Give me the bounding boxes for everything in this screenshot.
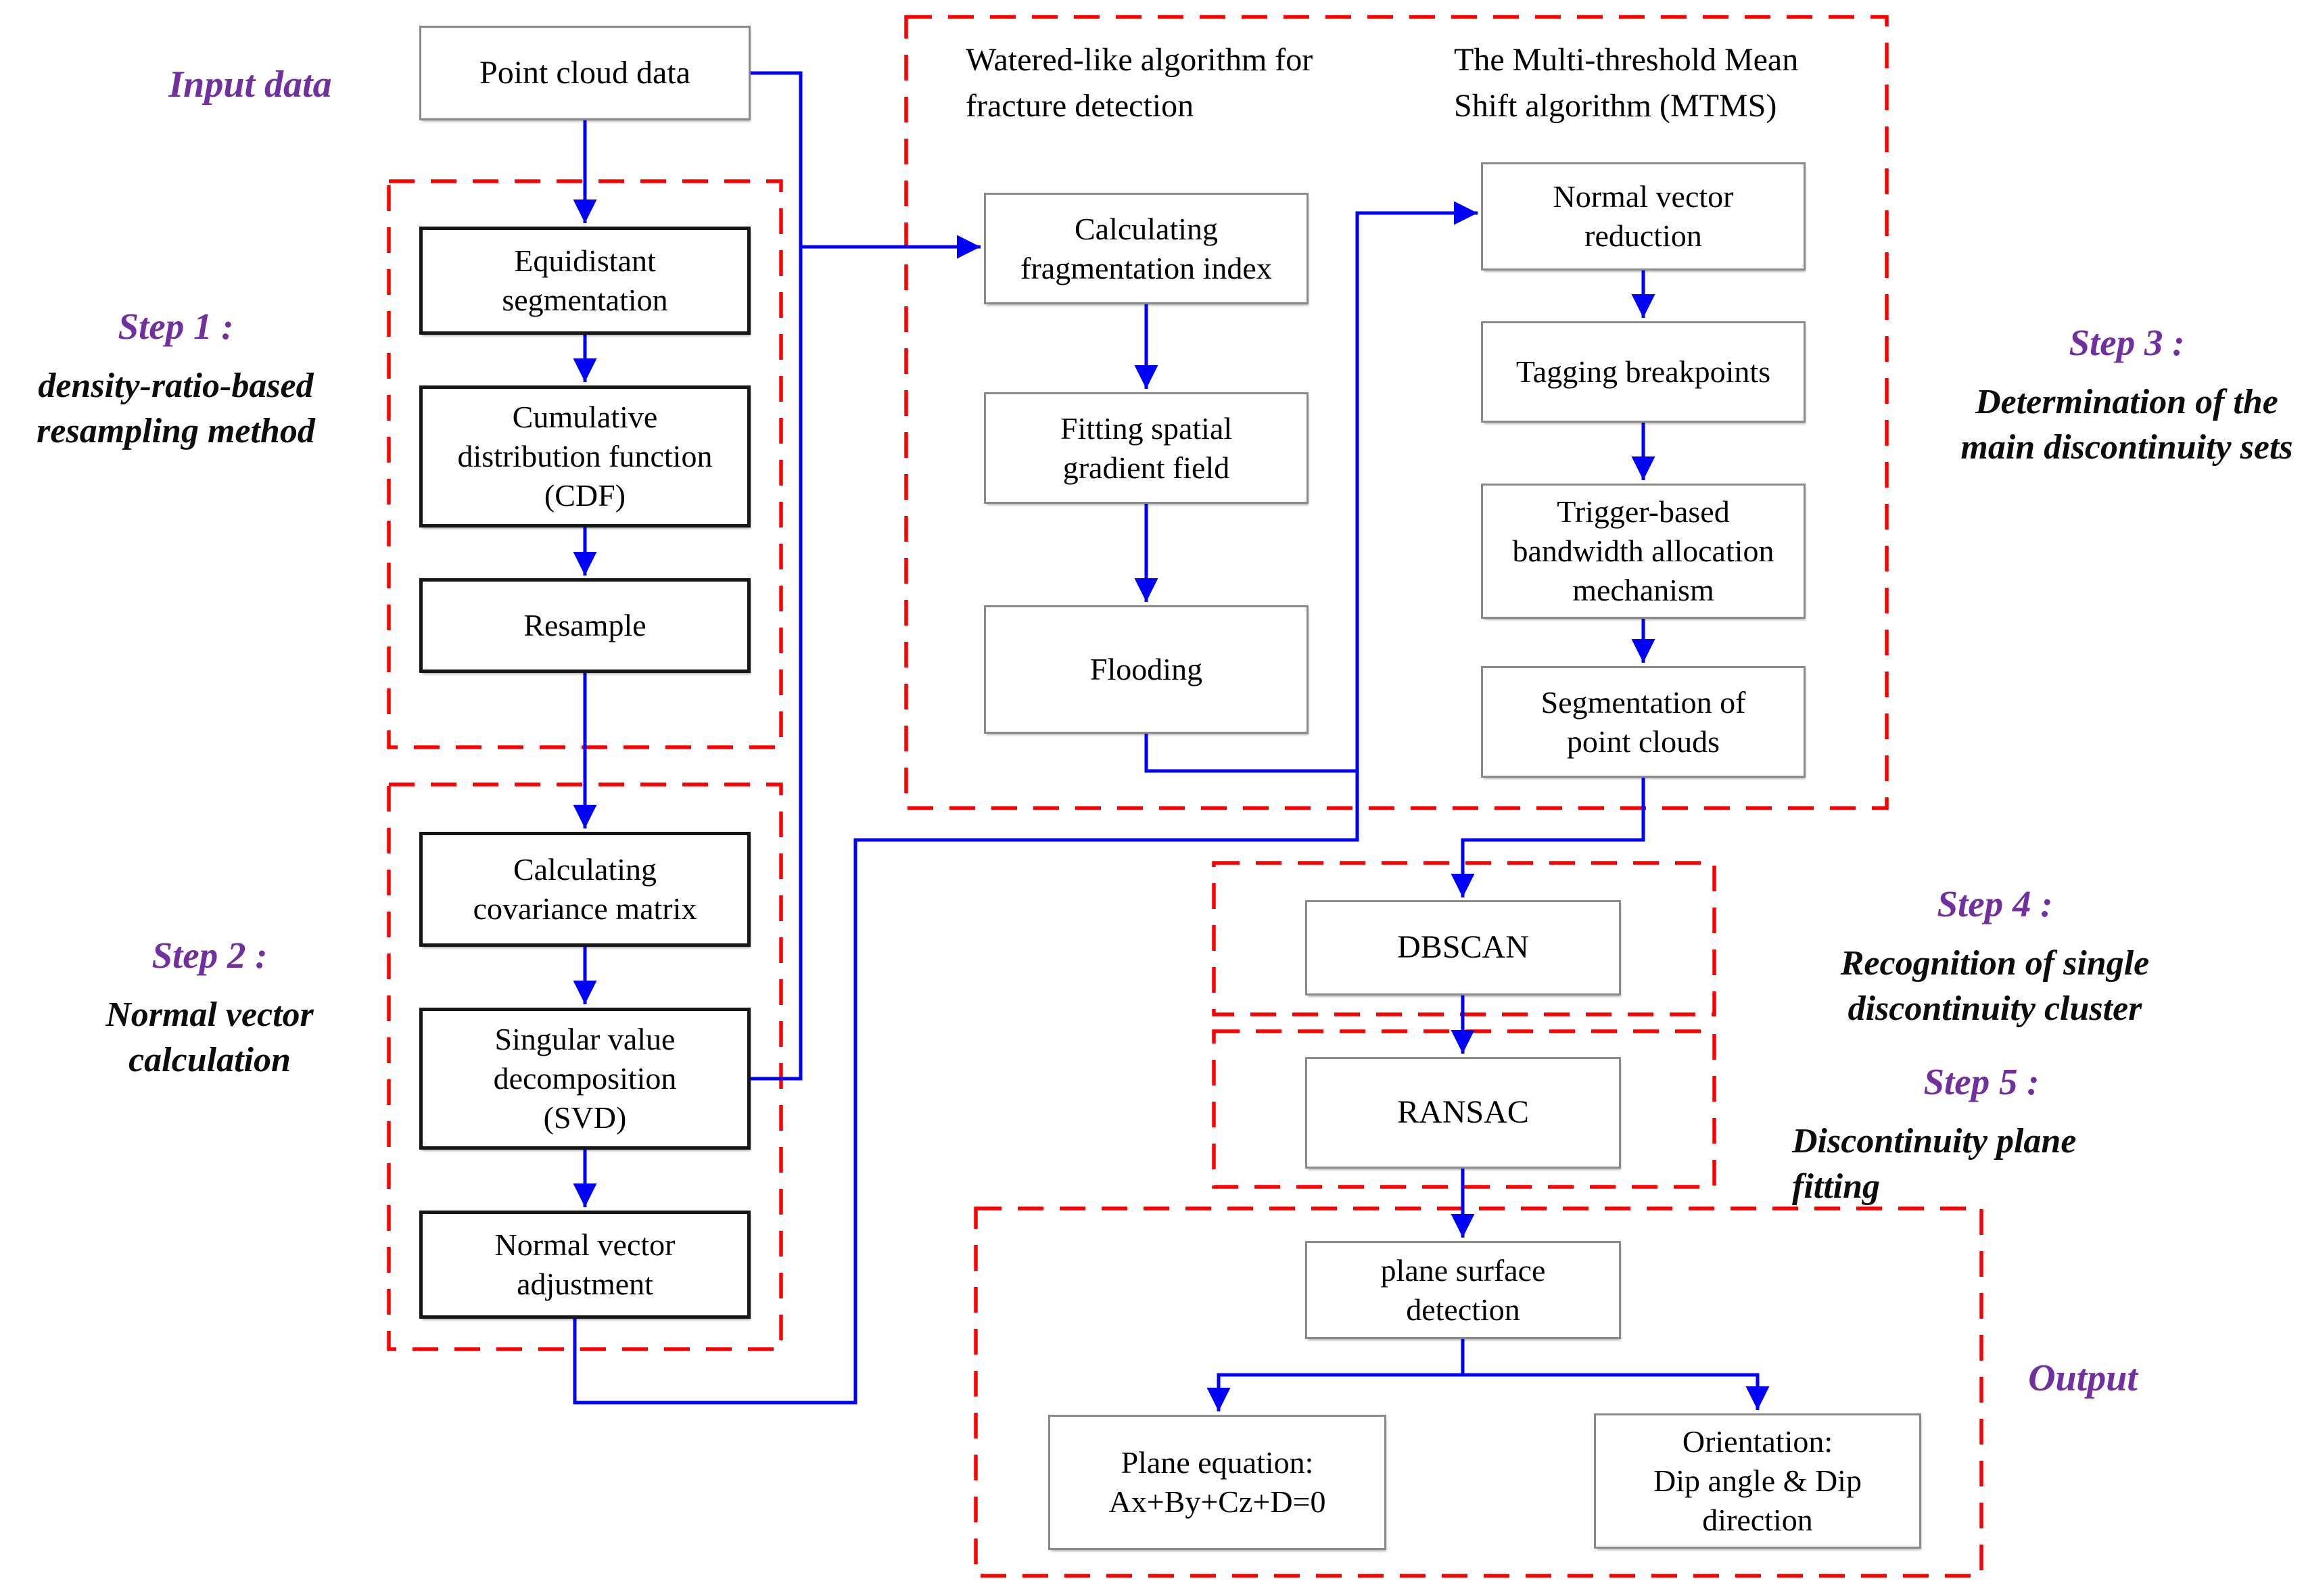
node-segmentation-point-clouds: Segmentation of point clouds — [1481, 666, 1806, 778]
node-plane-equation: Plane equation: Ax+By+Cz+D=0 — [1048, 1415, 1386, 1550]
node-ransac: RANSAC — [1305, 1057, 1621, 1169]
step3-dashed-region — [904, 15, 1889, 810]
step3-title: Step 3 : — [2069, 322, 2185, 363]
connector-adjustment-to-reduction — [573, 201, 1478, 1405]
node-tagging-breakpoints: Tagging breakpoints — [1481, 321, 1806, 423]
step2-dashed-region — [387, 782, 783, 1351]
node-dbscan: DBSCAN — [1305, 900, 1621, 995]
node-plane-surface-detection: plane surface detection — [1305, 1241, 1621, 1339]
step5-title: Step 5 : — [1923, 1061, 2040, 1102]
node-normal-vector-reduction: Normal vector reduction — [1481, 162, 1806, 271]
step2-label: Step 2 : Normal vector calculation — [41, 918, 379, 1095]
connector-segmentation-to-dbscan — [1451, 778, 1645, 897]
output-dashed-region — [974, 1206, 1983, 1578]
step2-caption: Normal vector calculation — [105, 995, 314, 1079]
node-fitting-gradient-field: Fitting spatial gradient field — [984, 392, 1309, 504]
node-trigger-bandwidth: Trigger-based bandwidth allocation mecha… — [1481, 484, 1806, 619]
step1-title: Step 1 : — [118, 306, 234, 347]
step3-caption: Determination of the main discontinuity … — [1960, 383, 2293, 467]
step1-caption: density-ratio-based resampling method — [37, 367, 315, 450]
output-label: Output — [2028, 1357, 2138, 1399]
mtms-algorithm-title: The Multi-threshold Mean Shift algorithm… — [1454, 42, 1799, 124]
step5-label: Step 5 : Discontinuity plane fitting — [1792, 1045, 2171, 1221]
connector-planesurface-to-orientation — [1463, 1373, 1770, 1410]
node-covariance-matrix: Calculating covariance matrix — [419, 832, 751, 947]
step4-title: Step 4 : — [1937, 883, 2053, 924]
input-data-label: Input data — [168, 64, 332, 105]
step2-title: Step 2 : — [151, 935, 268, 976]
node-normal-vector-adjustment: Normal vector adjustment — [419, 1211, 751, 1319]
connector-planesurface-to-equation — [1206, 1339, 1465, 1411]
connector-trunk-pointcloud-svd — [751, 71, 803, 1081]
step4-label: Step 4 : Recognition of single discontin… — [1792, 867, 2198, 1043]
node-point-cloud-data: Point cloud data — [419, 26, 751, 120]
step4-caption: Recognition of single discontinuity clus… — [1840, 944, 2150, 1028]
node-cdf: Cumulative distribution function (CDF) — [419, 385, 751, 527]
node-svd: Singular value decomposition (SVD) — [419, 1008, 751, 1150]
step1-label: Step 1 : density-ratio-based resampling … — [0, 289, 352, 466]
step3-label: Step 3 : Determination of the main disco… — [1937, 306, 2306, 482]
connector-flooding-to-trunk — [1144, 734, 1357, 773]
node-resample: Resample — [419, 578, 751, 673]
watershed-algorithm-title: Watered-like algorithm for fracture dete… — [966, 42, 1313, 124]
step5-caption: Discontinuity plane fitting — [1792, 1122, 2077, 1206]
node-orientation: Orientation: Dip angle & Dip direction — [1594, 1413, 1921, 1549]
node-fragmentation-index: Calculating fragmentation index — [984, 193, 1309, 304]
node-flooding: Flooding — [984, 605, 1309, 734]
node-equidistant-segmentation: Equidistant segmentation — [419, 227, 751, 335]
